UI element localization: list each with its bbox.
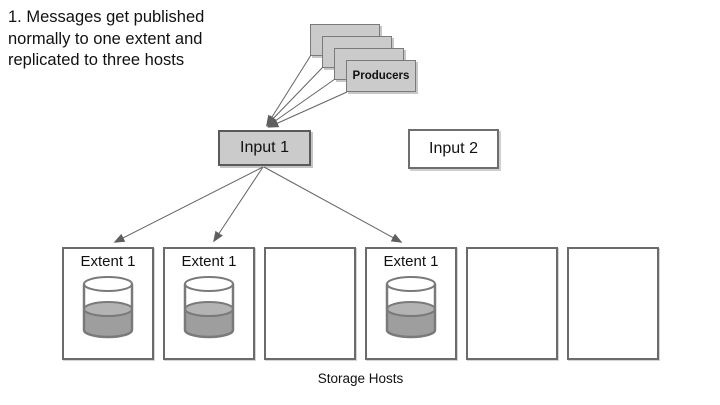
database-cylinder-icon	[183, 276, 235, 339]
input-1-label: Input 1	[240, 139, 289, 156]
input-2-node: Input 2	[408, 129, 499, 169]
annotation-line: 1. Messages get published	[8, 8, 205, 26]
replication-arrow	[263, 166, 403, 243]
producer-card-front: Producers	[346, 60, 416, 92]
producer-arrow	[265, 66, 324, 127]
annotation-line: normally to one extent and	[8, 29, 203, 48]
storage-host-box: Extent 1	[62, 247, 154, 360]
storage-host-box	[567, 247, 659, 360]
extent-label: Extent 1	[181, 253, 237, 270]
producers-label: Producers	[352, 70, 410, 82]
producer-arrow	[266, 54, 312, 127]
input-2-label: Input 2	[429, 140, 478, 157]
extent-label: Extent 1	[383, 253, 439, 270]
database-cylinder-icon	[82, 276, 134, 339]
storage-host-box	[466, 247, 558, 360]
annotation-text: 1. Messages get published normally to on…	[8, 7, 204, 72]
storage-host-box: Extent 1	[163, 247, 255, 360]
extent-label: Extent 1	[80, 253, 136, 270]
replication-arrow	[113, 166, 264, 243]
storage-host-box	[264, 247, 356, 360]
replication-arrow	[213, 166, 264, 243]
input-1-node: Input 1	[218, 130, 311, 166]
database-cylinder-icon	[385, 276, 437, 339]
storage-hosts-caption: Storage Hosts	[317, 371, 404, 386]
annotation-line: replicated to three hosts	[8, 51, 185, 69]
producer-arrow	[266, 78, 336, 127]
storage-host-box: Extent 1	[365, 247, 457, 360]
producer-arrow	[267, 91, 348, 128]
